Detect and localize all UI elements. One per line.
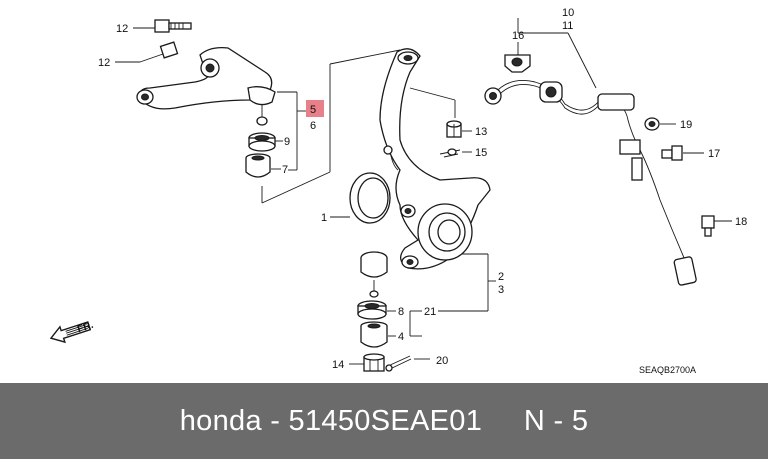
cotter-pin-15: [439, 148, 461, 158]
callout-13: 13: [475, 126, 487, 138]
dust-seal-8: [357, 300, 387, 320]
upper-bolt-12-mid: [139, 41, 179, 63]
upper-bolt-12-top: [154, 19, 192, 33]
callout-3: 3: [498, 284, 504, 296]
highlight-box: [306, 100, 324, 117]
callout-21: 21: [424, 306, 436, 318]
exploded-view: 12 12 9 7 5 6: [49, 7, 747, 375]
callout-2: 2: [498, 271, 504, 283]
dust-seal-9: [248, 132, 276, 152]
clip-nut-19: [644, 117, 660, 131]
callout-9: 9: [284, 136, 290, 148]
cotter-pin-20: [385, 355, 412, 372]
callout-5: 5: [310, 104, 316, 116]
bolt-18: [701, 215, 715, 237]
callout-6: 6: [310, 120, 316, 132]
wheel-speed-sensor-harness: [484, 79, 697, 286]
upper-control-arm: [136, 47, 276, 126]
direction-label: FR.: [76, 320, 95, 336]
callout-15: 15: [475, 147, 487, 159]
lower-ball-joint: [360, 251, 388, 298]
callout-1: 1: [321, 212, 327, 224]
diagram-code: SEAQB2700A: [639, 365, 696, 375]
snap-ring-1: [349, 172, 391, 224]
callout-18: 18: [735, 216, 747, 228]
callout-20: 20: [436, 355, 448, 367]
callout-7: 7: [282, 164, 288, 176]
caption-bar: honda - 51450SEAE01 N - 5: [0, 383, 768, 459]
bolt-17: [661, 145, 683, 161]
nut-13: [446, 120, 462, 138]
callout-12: 12: [98, 57, 110, 69]
boot-7: [245, 153, 271, 178]
callout-10: 10: [562, 7, 574, 19]
steering-knuckle: [379, 48, 491, 270]
clip-16: [504, 54, 531, 73]
callout-17: 17: [708, 148, 720, 160]
callout-4: 4: [398, 331, 404, 343]
front-direction-arrow: FR.: [49, 320, 95, 344]
callout-14: 14: [332, 359, 344, 371]
castle-nut-14: [363, 353, 385, 372]
callout-12: 12: [116, 23, 128, 35]
parts-diagram: 12 12 9 7 5 6: [49, 7, 748, 375]
callout-16: 16: [512, 30, 524, 42]
callout-11: 11: [562, 20, 573, 32]
callout-19: 19: [680, 119, 692, 131]
callout-8: 8: [398, 306, 404, 318]
part-caption: honda - 51450SEAE01 N - 5: [179, 404, 589, 437]
boot-4: [360, 321, 388, 348]
